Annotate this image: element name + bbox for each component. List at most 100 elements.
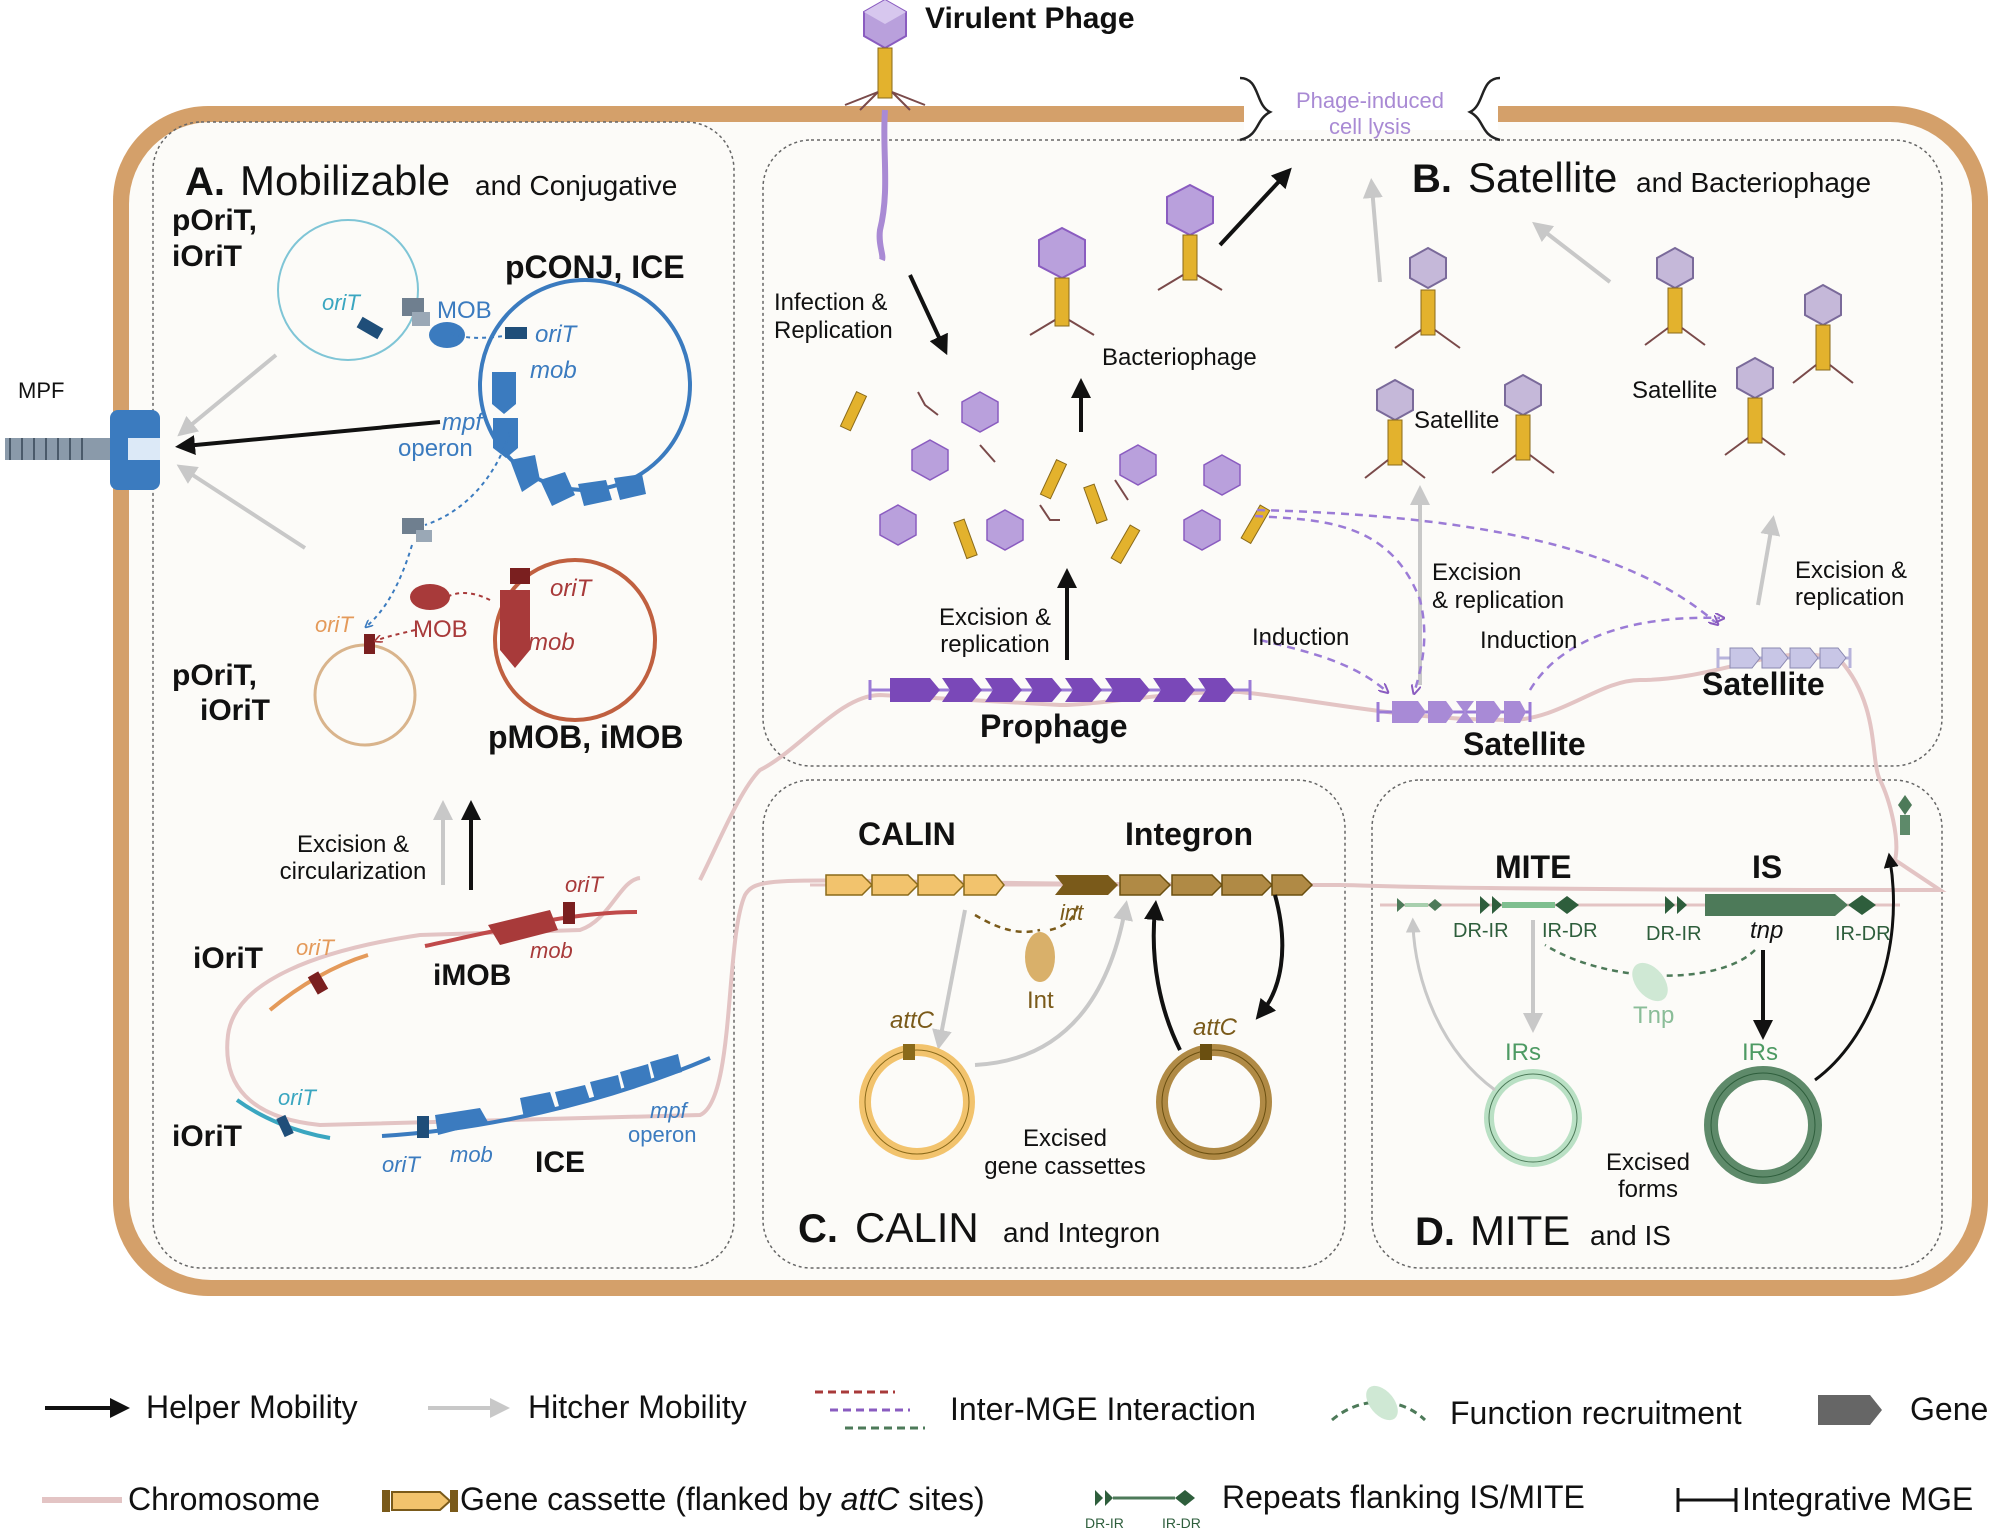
lysis-gap [1244, 100, 1498, 130]
legend-repeats-ir-dr: IR-DR [1162, 1515, 1201, 1530]
helper-arrow-lysis [1218, 167, 1292, 247]
relaxosome-link [424, 424, 513, 526]
satellite-phage-6 [1724, 356, 1786, 456]
poriT-top-2: iOriT [172, 240, 242, 273]
excised-cassette-right-attc [1200, 1044, 1212, 1060]
pmob-plasmid [493, 558, 657, 722]
satellite-element-1 [1376, 701, 1532, 723]
mpf-operon-2: operon [398, 435, 473, 462]
excised-mite-outline [1488, 1073, 1578, 1163]
panel-d-title: MITE [1470, 1207, 1570, 1254]
ioriT-top-oriT: oriT [296, 935, 335, 960]
induction-label-1: Induction [1252, 624, 1349, 651]
relaxosome-icon [402, 298, 465, 348]
int-recruitment-link [974, 913, 1041, 934]
poriT-bot-2: iOriT [200, 694, 270, 727]
poriT-bot-site [364, 634, 375, 654]
legend-helper-label: Helper Mobility [146, 1389, 358, 1425]
ice-oriT: oriT [382, 1152, 421, 1177]
panel-c-letter: C. [798, 1207, 838, 1251]
excised-cassette-left-outline [864, 1049, 970, 1155]
int-protein-label: Int [1027, 987, 1054, 1014]
is-tnp: tnp [1750, 917, 1783, 944]
mob-protein-red-icon [410, 584, 450, 610]
hitcher-arrow-satellite-2 [1532, 221, 1612, 284]
pmob-label: pMOB, iMOB [488, 719, 684, 755]
mpf-pore-icon [5, 410, 160, 490]
ioriT-bot-site [276, 1114, 294, 1138]
panel-b-title: Satellite [1468, 154, 1617, 201]
panel-a-title-small: and Conjugative [475, 170, 677, 201]
poriT-top-plasmid [277, 219, 419, 361]
mob-interaction-red [444, 592, 491, 601]
lysis-brace-left-icon [1239, 76, 1273, 142]
induction-link-2 [1256, 508, 1715, 622]
reintegrated-is-icon [1898, 795, 1912, 835]
panel-d-letter: D. [1415, 1210, 1455, 1254]
infection-label-2: Replication [774, 317, 893, 344]
poriT-bot-1: pOriT, [172, 659, 257, 692]
is-irs-label: IRs [1742, 1039, 1778, 1066]
hitcher-arrow-mite-reintegration [1405, 917, 1496, 1092]
is-ir-dr: IR-DR [1835, 923, 1891, 945]
ice-mpf-2: operon [628, 1122, 697, 1147]
helper-arrow-is-reintegration [1814, 852, 1899, 1082]
ice-oriT-site [417, 1116, 429, 1138]
mite-label: MITE [1495, 849, 1571, 885]
attC-label-left: attC [890, 1007, 935, 1034]
int-gene-label: int [1060, 900, 1084, 925]
legend-integrative-mge-icon [1676, 1488, 1738, 1512]
ice-genes-icon [435, 1054, 682, 1135]
phage-parts-cloud [879, 391, 1241, 551]
ice-mob: mob [450, 1142, 493, 1167]
legend-cassette-b: attC [841, 1481, 901, 1517]
panel-b-box [762, 139, 1943, 767]
prophage-excision-1: Excision & [939, 604, 1051, 631]
poriT-bot-oriT: oriT [315, 612, 354, 637]
panel-c-title-small: and Integron [1003, 1217, 1160, 1248]
integron-label: Integron [1125, 816, 1253, 852]
phage-fibers-cloud [917, 391, 1129, 521]
panel-b-title-small: and Bacteriophage [1636, 167, 1871, 198]
pmob-mob-gene [500, 590, 530, 668]
mob-interaction-blue [447, 331, 511, 339]
satellite-element-label-1: Satellite [1463, 726, 1586, 762]
imob-mob: mob [530, 938, 573, 963]
lysis-brace-right-icon [1467, 76, 1501, 142]
infection-label-1: Infection & [774, 289, 887, 316]
imob-label: iMOB [433, 959, 511, 992]
pconj-oriT: oriT [535, 321, 579, 348]
integron-element [1055, 874, 1314, 896]
legend-cassette-a: Gene cassette (flanked by [460, 1481, 841, 1517]
panel-c-title: CALIN [855, 1204, 979, 1251]
mob-to-orit-red-link [378, 629, 416, 640]
panel-d-title-small: and IS [1590, 1220, 1671, 1251]
legend-repeats-label: Repeats flanking IS/MITE [1222, 1479, 1585, 1515]
phage-tails-cloud [839, 391, 1271, 565]
satellite-label-mid: Satellite [1414, 407, 1499, 434]
satellite-label-right: Satellite [1632, 377, 1717, 404]
mob-protein-label-red: MOB [413, 616, 468, 643]
calin-label: CALIN [858, 816, 956, 852]
induction-label-2: Induction [1480, 627, 1577, 654]
excision-label-2: circularization [280, 858, 427, 885]
hitcher-arrow-calin-excision [932, 909, 967, 1050]
helper-arrow-integron-excision [1255, 894, 1285, 1020]
hitcher-arrow-mpf-top [177, 353, 278, 437]
hitcher-arrow-mpf-bottom [176, 464, 307, 550]
prophage-element [868, 678, 1252, 702]
tnp-protein-icon [1632, 962, 1668, 1002]
tnp-protein-label: Tnp [1633, 1002, 1674, 1029]
excision-label-1: Excision & [297, 831, 409, 858]
legend-chromosome-label: Chromosome [128, 1481, 320, 1517]
excised-forms-1: Excised [1606, 1149, 1690, 1176]
legend-integrative-label: Integrative MGE [1742, 1481, 1973, 1517]
satellite-right-excision-2: replication [1795, 584, 1904, 611]
helper-arrow-infection [908, 274, 948, 356]
bacteriophage-icon-2 [1157, 183, 1223, 291]
virulent-phage-icon [844, 0, 926, 262]
legend-function-label: Function recruitment [1450, 1395, 1742, 1431]
lysis-label-2: cell lysis [1329, 114, 1411, 139]
pmob-oriT: oriT [550, 575, 594, 602]
